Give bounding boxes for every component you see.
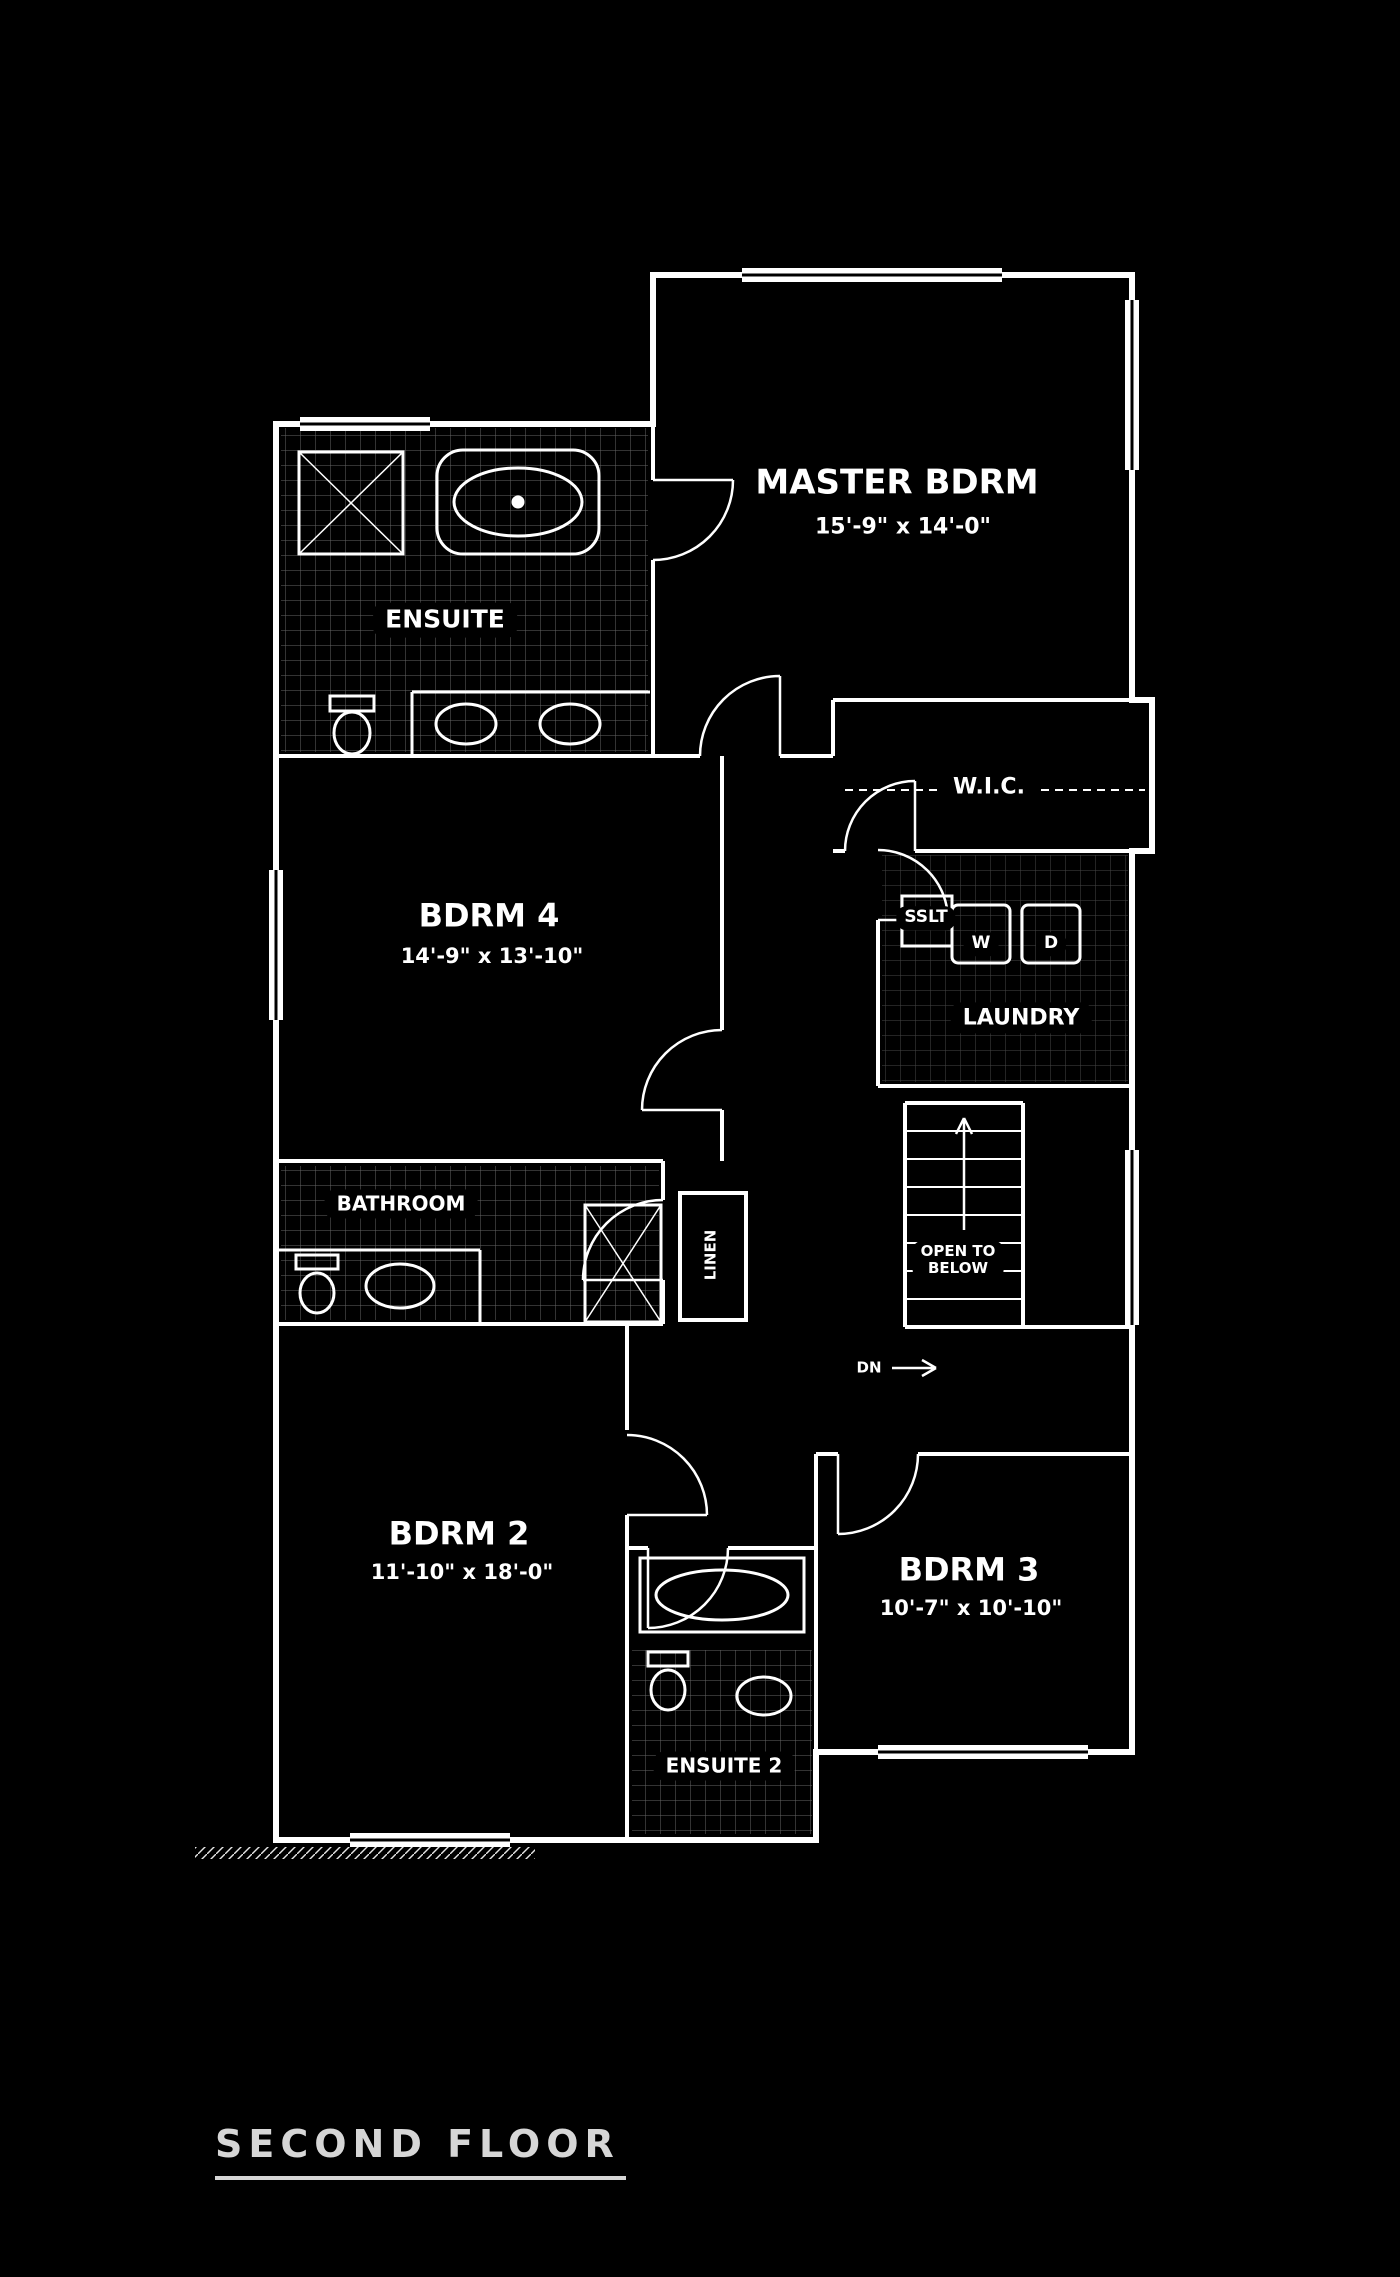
open-to-below-line1: OPEN TO [920, 1241, 996, 1260]
stair-direction-arrow [954, 1117, 974, 1230]
label-linen: LINEN [700, 1221, 722, 1289]
bdrm3-door [836, 1453, 920, 1536]
porch-hatch [195, 1847, 535, 1859]
room-dims-master-bdrm: 15'-9" x 14'-0" [802, 511, 1004, 543]
room-label-master-bdrm: MASTER BDRM [743, 460, 1051, 506]
toilet-bowl [298, 1271, 336, 1315]
room-label-wic: W.I.C. [941, 771, 1037, 803]
stairs [892, 1101, 1132, 1378]
linen-closet [678, 1191, 748, 1322]
bdrm4-door [640, 1028, 723, 1112]
bathtub-basin [654, 1568, 790, 1622]
open-to-below-line2: BELOW [927, 1259, 988, 1277]
laundry-walls [876, 920, 1132, 1088]
room-dims-bdrm2: 11'-10" x 18'-0" [358, 1556, 566, 1588]
bathtub [638, 1556, 806, 1634]
toilet-tank [646, 1650, 690, 1668]
wic-door [843, 779, 917, 852]
room-label-ensuite2: ENSUITE 2 [653, 1751, 795, 1781]
label-open-to-below: OPEN TO BELOW [912, 1240, 1004, 1280]
room-label-bdrm2: BDRM 2 [376, 1512, 542, 1556]
vanity-counter [276, 1248, 482, 1322]
bathtub [435, 448, 601, 556]
shower-x [584, 1204, 662, 1323]
sink [735, 1675, 793, 1717]
ensuite2-fixtures [638, 1556, 806, 1717]
shower [297, 450, 405, 556]
label-dn: DN [848, 1357, 890, 1379]
label-sslt: SSLT [896, 906, 956, 930]
windows [269, 268, 1139, 1847]
room-dims-bdrm3: 10'-7" x 10'-10" [867, 1592, 1075, 1624]
vanity-counter [410, 690, 650, 754]
room-label-bdrm4: BDRM 4 [406, 894, 572, 938]
room-label-laundry: LAUNDRY [950, 1002, 1092, 1034]
ensuite2-door [646, 1547, 730, 1630]
shower-x [298, 451, 404, 555]
sink-1 [434, 702, 498, 746]
sink [364, 1262, 436, 1310]
shower [583, 1203, 663, 1324]
sink-2 [538, 702, 602, 746]
room-label-bathroom: BATHROOM [324, 1189, 478, 1219]
master-ensuite-fixtures [297, 448, 650, 756]
label-washer: W [963, 932, 999, 956]
toilet-tank [294, 1253, 340, 1271]
label-dryer: D [1035, 932, 1067, 956]
bathroom-fixtures [276, 1203, 663, 1324]
toilet-bowl [649, 1668, 687, 1712]
master-door [698, 674, 782, 757]
interior-walls [276, 424, 1152, 1840]
bathtub-drain [511, 495, 525, 509]
bathtub-basin [452, 466, 584, 538]
dn-arrow [892, 1358, 937, 1378]
ensuite2-tile [632, 1650, 812, 1834]
stairwell-walls [903, 1101, 1132, 1329]
room-label-bdrm3: BDRM 3 [886, 1548, 1052, 1592]
dryer-box [1020, 903, 1082, 965]
room-label-ensuite: ENSUITE [373, 602, 517, 638]
laundry-tile [882, 855, 1128, 1082]
toilet-bowl [332, 710, 372, 756]
plan-title: SECOND FLOOR [215, 2122, 626, 2180]
doors [581, 478, 950, 1630]
room-dims-bdrm4: 14'-9" x 13'-10" [388, 940, 596, 972]
master-bottom-wall [653, 700, 835, 758]
ensuite-door [652, 478, 735, 562]
bdrm2-door [626, 1433, 709, 1517]
